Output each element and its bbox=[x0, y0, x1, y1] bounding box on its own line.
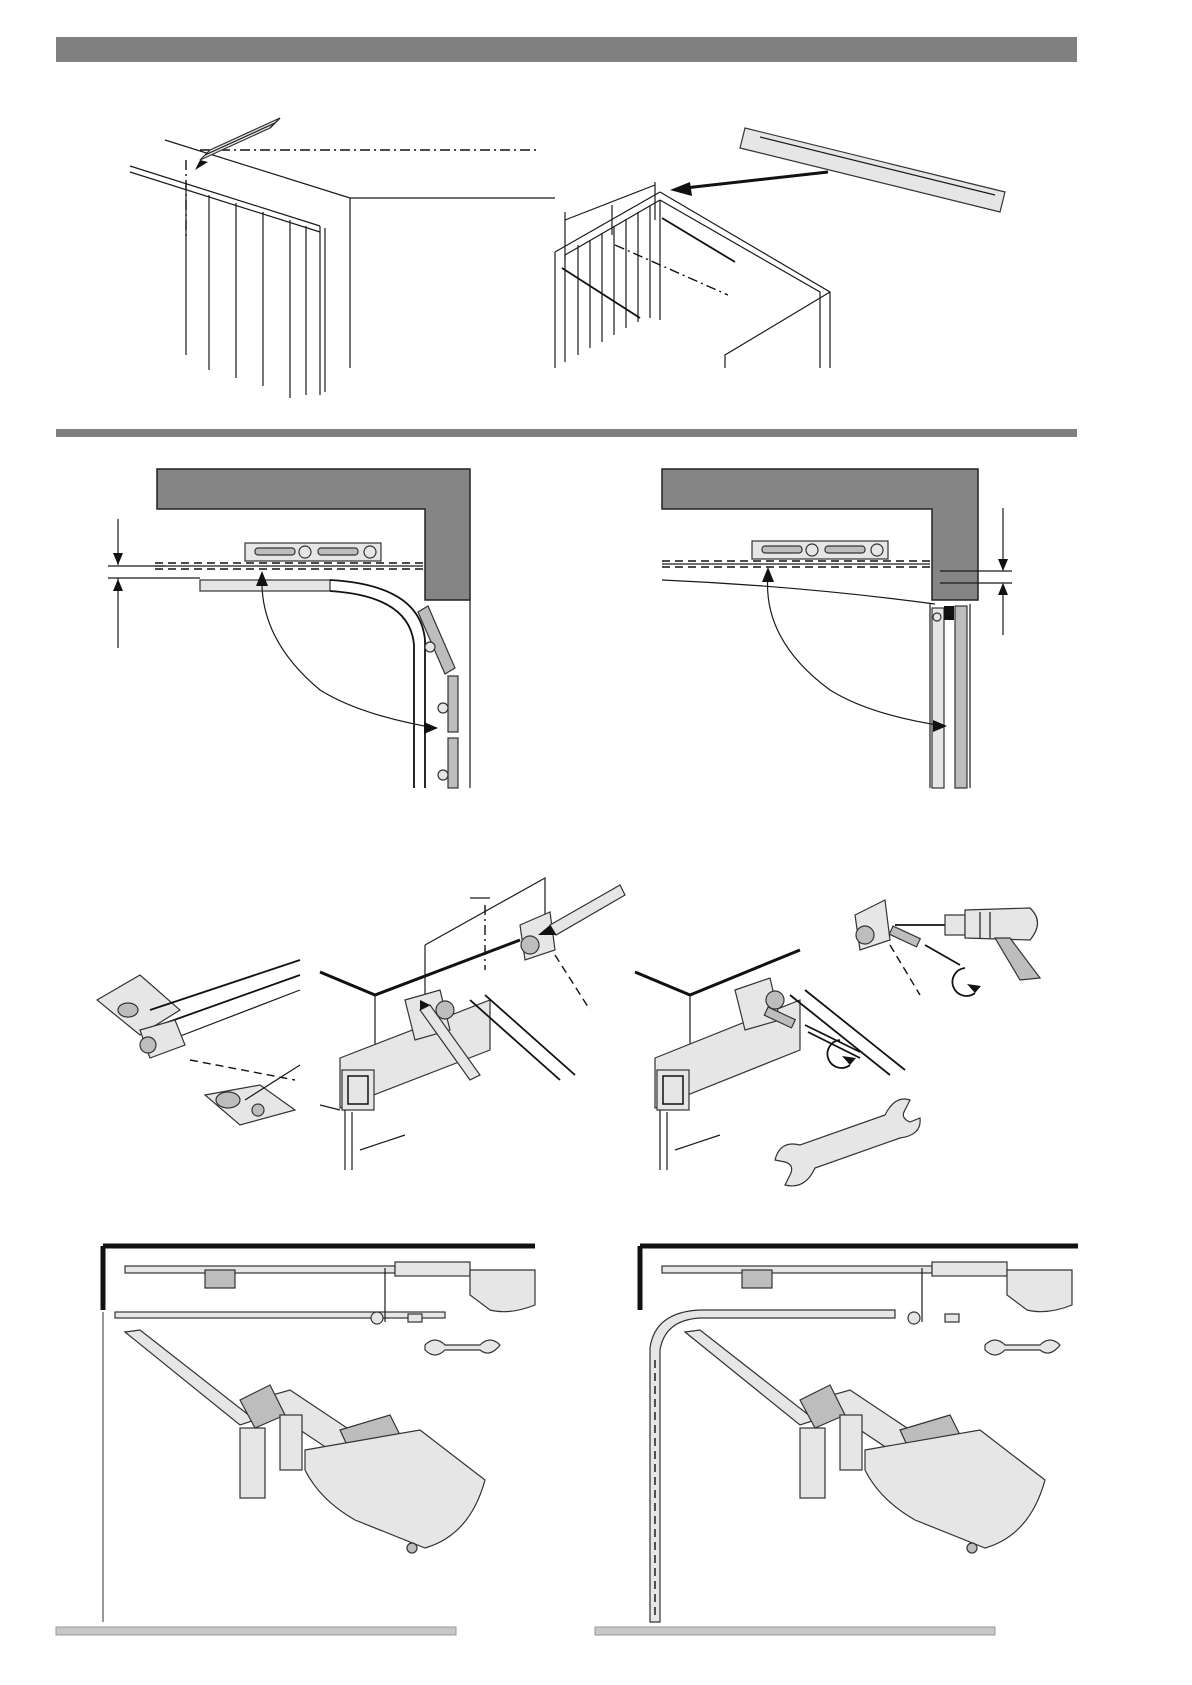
wrench-icon bbox=[985, 1340, 1060, 1355]
rotation-arrow-icon bbox=[952, 968, 981, 996]
door-frame-ruler-measurement bbox=[555, 128, 1005, 368]
ruler-icon bbox=[740, 128, 1005, 212]
sectional-door-rail-level bbox=[108, 469, 470, 788]
opener-on-flat-ceiling bbox=[56, 1246, 535, 1635]
straight-door-rail-level bbox=[662, 469, 1012, 788]
opener-on-sectional-door bbox=[595, 1246, 1078, 1635]
bracket-drill-and-fix bbox=[635, 900, 1040, 1186]
bracket-detail bbox=[97, 960, 300, 1125]
spirit-level-icon bbox=[752, 541, 888, 559]
wrench-icon bbox=[775, 1099, 920, 1186]
bracket-hole-marking bbox=[320, 878, 625, 1170]
spirit-level-icon bbox=[245, 543, 381, 561]
wrench-icon bbox=[425, 1340, 500, 1355]
pencil-icon bbox=[538, 885, 625, 935]
garage-door-centerline-marking bbox=[130, 118, 555, 398]
